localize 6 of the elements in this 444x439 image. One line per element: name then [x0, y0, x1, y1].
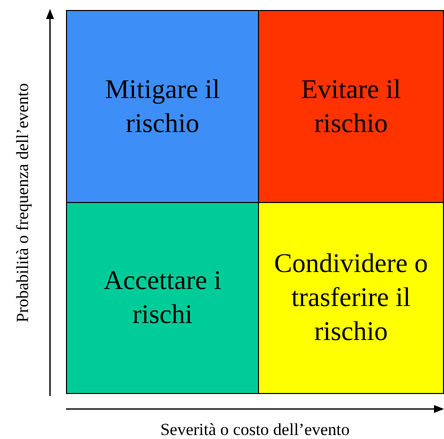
axis-label: Severità o costo dell’evento — [160, 419, 350, 439]
quadrant-box: Mitigare il rischio — [66, 10, 259, 203]
quadrant-box: Condividere o trasferire il rischio — [258, 202, 444, 394]
quadrant-box: Evitare il rischio — [258, 10, 444, 203]
axis-label: Probabilità o frequenza dell’evento — [12, 83, 34, 323]
quadrant-box: Accettare i rischi — [66, 202, 259, 394]
